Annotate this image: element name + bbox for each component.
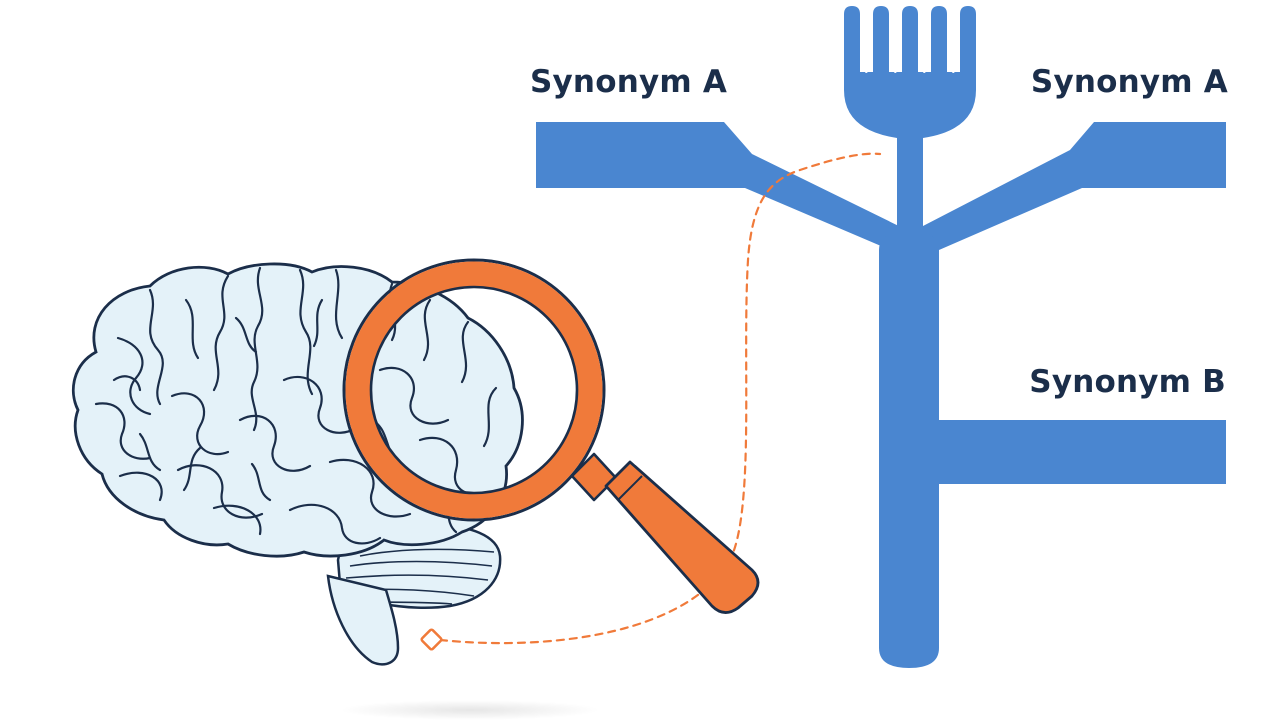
fork-head [844, 6, 976, 138]
fork-tine-gap-2 [893, 14, 898, 73]
label-synonym-b: Synonym B [1029, 364, 1226, 400]
dashed-connector [438, 152, 882, 645]
road-synonym-a-right [923, 122, 1226, 262]
brain-icon [71, 262, 524, 666]
magnifying-glass-icon [342, 258, 760, 614]
fork-neck [897, 134, 923, 234]
magnifier-ring-fill [345, 261, 603, 519]
magnifier-handle [604, 460, 760, 614]
magnifier-lens-edge [369, 285, 579, 495]
fork-tine-gap-4 [951, 14, 956, 73]
magnifier-ring [342, 258, 606, 522]
floor-shadow [340, 700, 600, 720]
label-synonym-a-right: Synonym A [1030, 64, 1228, 100]
road-synonym-b [938, 420, 1226, 484]
fork-tine-gap-1 [864, 14, 869, 73]
road-synonym-a-left [536, 122, 909, 262]
label-synonym-a-left: Synonym A [530, 64, 728, 100]
diamond-anchor-icon [420, 628, 443, 651]
fork-trunk [879, 232, 939, 668]
brain-stem [326, 574, 400, 666]
fork-tine-gap-3 [922, 14, 927, 73]
fork-icon [536, 6, 1226, 668]
